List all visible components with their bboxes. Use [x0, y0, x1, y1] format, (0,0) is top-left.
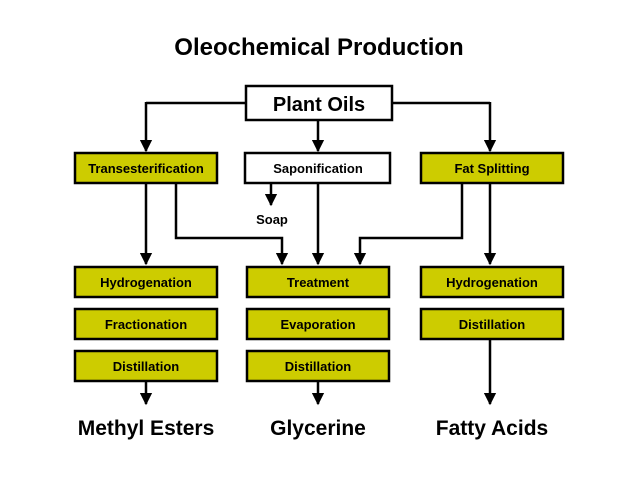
product-fatty-acids: Fatty Acids [436, 417, 548, 440]
left-step-2-label: Fractionation [105, 317, 187, 332]
connector-trans-to-treatment [174, 183, 289, 266]
middle-step-3: Distillation [245, 349, 391, 383]
right-step-2: Distillation [419, 307, 565, 341]
soap-label: Soap [256, 212, 288, 227]
product-methyl-esters: Methyl Esters [78, 417, 215, 440]
middle-step-2-label: Evaporation [280, 317, 355, 332]
connectors [139, 101, 497, 406]
connector-fat-to-treatment [353, 183, 464, 266]
process-fat-splitting: Fat Splitting [419, 151, 565, 185]
right-step-1: Hydrogenation [419, 265, 565, 299]
fat-splitting-label: Fat Splitting [454, 161, 529, 176]
left-step-3: Distillation [73, 349, 219, 383]
process-transesterification: Transesterification [73, 151, 219, 185]
middle-step-1: Treatment [245, 265, 391, 299]
left-step-3-label: Distillation [113, 359, 180, 374]
middle-step-3-label: Distillation [285, 359, 352, 374]
transesterification-label: Transesterification [88, 161, 204, 176]
process-saponification: Saponification [243, 151, 392, 185]
left-step-1-label: Hydrogenation [100, 275, 192, 290]
saponification-label: Saponification [273, 161, 363, 176]
diagram-title: Oleochemical Production [174, 34, 463, 61]
root-node: Plant Oils [244, 84, 394, 122]
left-step-2: Fractionation [73, 307, 219, 341]
middle-step-2: Evaporation [245, 307, 391, 341]
right-step-2-label: Distillation [459, 317, 526, 332]
middle-step-1-label: Treatment [287, 275, 350, 290]
left-step-1: Hydrogenation [73, 265, 219, 299]
root-label: Plant Oils [273, 94, 365, 116]
right-step-1-label: Hydrogenation [446, 275, 538, 290]
product-glycerine: Glycerine [270, 417, 366, 440]
